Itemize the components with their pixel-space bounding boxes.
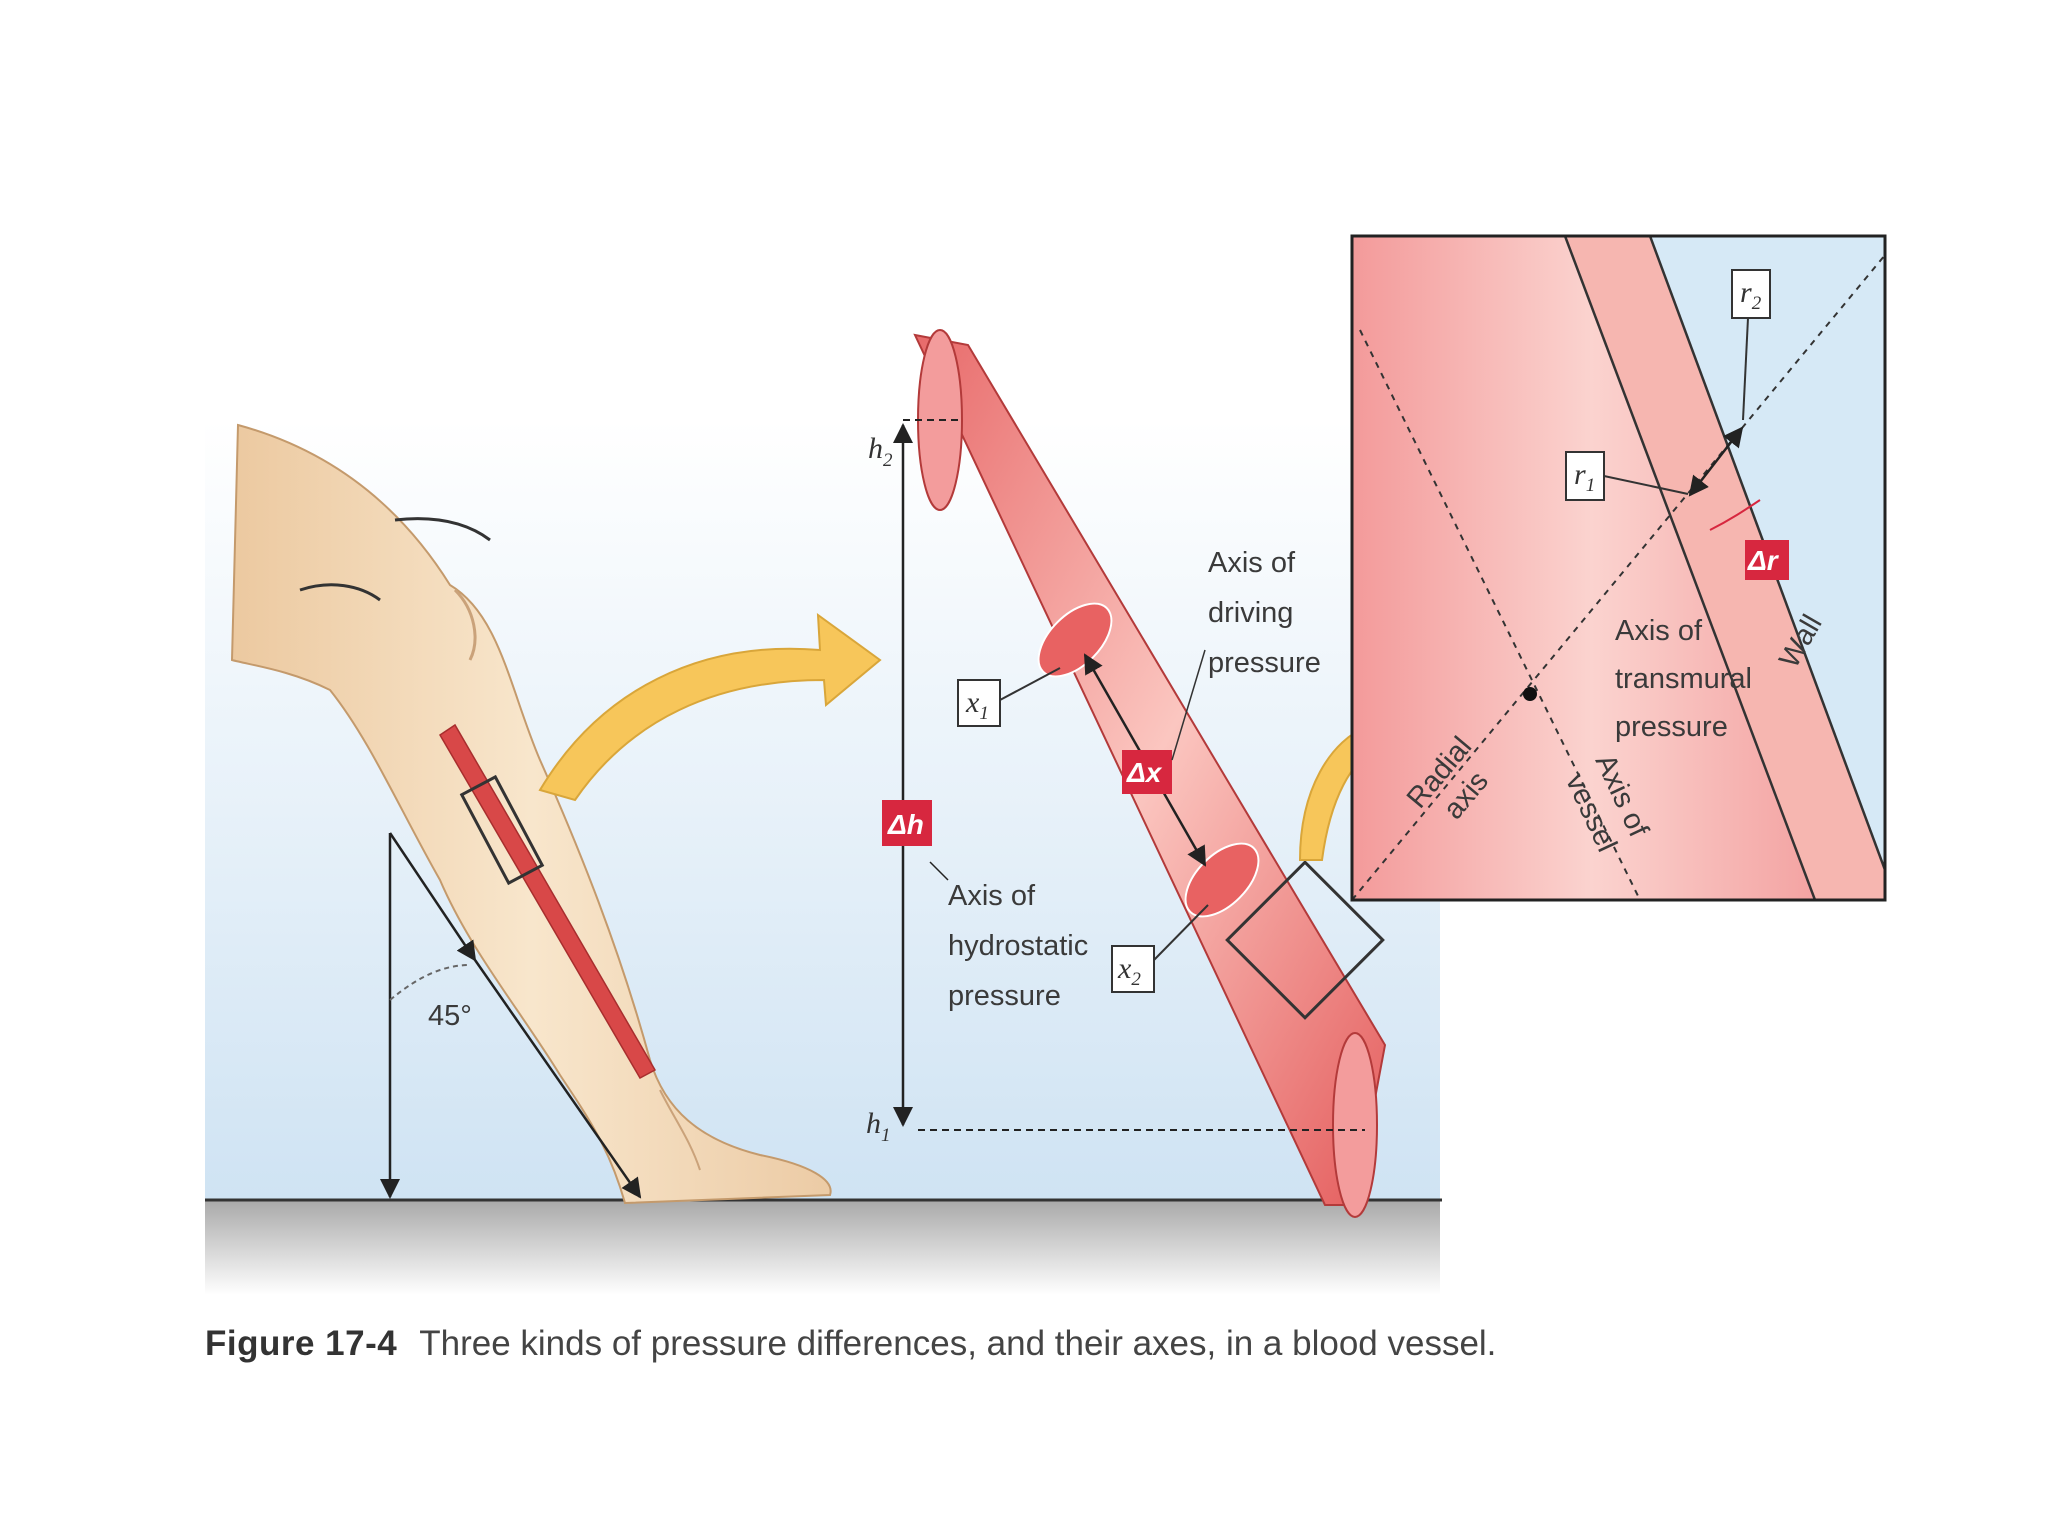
r2-label: r2 (1740, 276, 1762, 314)
delta-r-tag: Δr (1747, 545, 1780, 576)
zoom-arrow-1 (538, 612, 882, 802)
angle-label: 45° (428, 1000, 472, 1032)
x1-label: x1 (965, 686, 989, 724)
hydrostatic-axis-label: Axis of hydrostatic pressure (948, 880, 1096, 1012)
driving-axis-label: Axis of driving pressure (1208, 547, 1321, 679)
caption-text: Three kinds of pressure differences, and… (419, 1324, 1497, 1363)
wall-inset: r2 r1 Δr Axis of transmural pressure Wal… (1350, 234, 1887, 902)
delta-h-tag: Δh (887, 809, 924, 840)
figure-caption: Figure 17-4 Three kinds of pressure diffe… (205, 1324, 1496, 1364)
r1-label: r1 (1574, 458, 1595, 496)
ground (205, 1200, 1440, 1295)
h1-label: h1 (866, 1107, 891, 1146)
x2-label: x2 (1117, 952, 1141, 990)
leg-illustration (230, 423, 832, 1205)
transmural-axis-label: Axis of transmural pressure (1615, 615, 1760, 743)
driving-labels: x1 x2 Δx Axis of driving pressure (957, 547, 1321, 993)
h2-label: h2 (868, 432, 893, 471)
figure-number: Figure 17-4 (205, 1324, 398, 1363)
hydrostatic-axis: h2 h1 Δh Axis of hydrostatic pressure (866, 419, 1365, 1146)
angle-indicator: 45° (380, 832, 642, 1199)
delta-x-tag: Δx (1126, 757, 1163, 788)
